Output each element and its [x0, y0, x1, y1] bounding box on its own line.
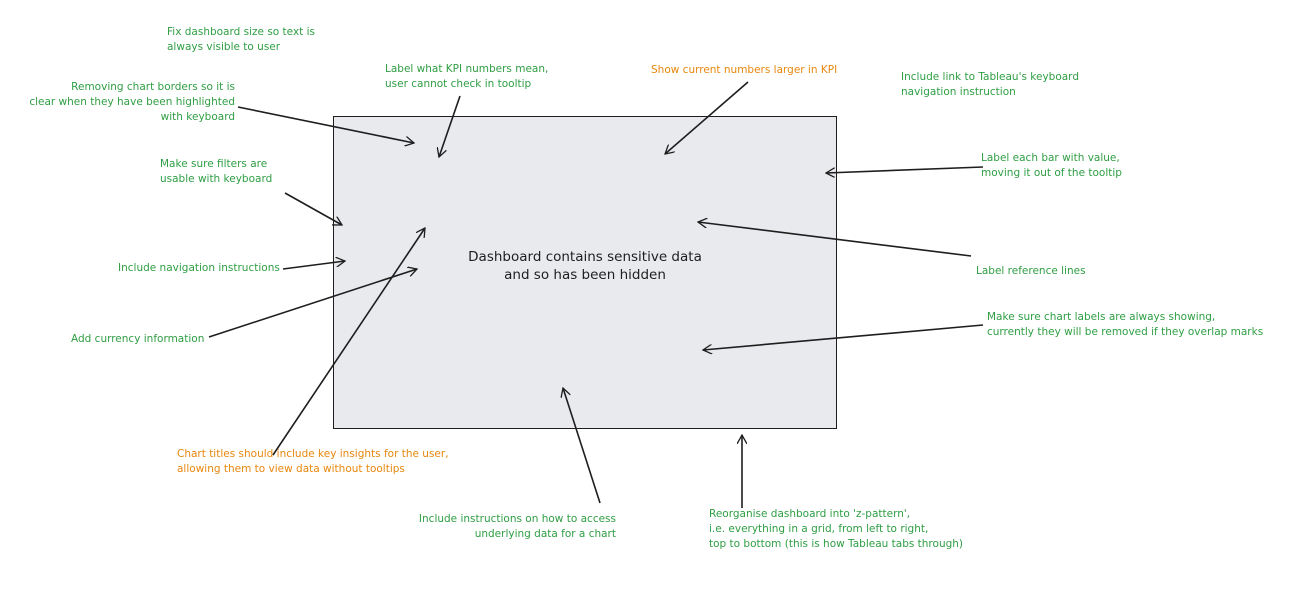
note-label-kpi: Label what KPI numbers mean, user cannot… [385, 63, 549, 90]
note-underlying-data: Include instructions on how to access un… [418, 513, 616, 540]
note-remove-borders: Removing chart borders so it is clear wh… [29, 81, 235, 123]
arrow-chart-labels [703, 324, 984, 350]
arrow-show-current [665, 81, 749, 154]
note-fix-size: Fix dashboard size so text is always vis… [167, 26, 316, 53]
note-chart-labels: Make sure chart labels are always showin… [987, 311, 1264, 338]
arrow-underlying-data [563, 388, 601, 504]
note-z-pattern: Reorganise dashboard into 'z-pattern', i… [709, 508, 964, 550]
note-label-bars: Label each bar with value, moving it out… [981, 152, 1122, 179]
note-show-current: Show current numbers larger in KPI [651, 64, 838, 76]
arrow-chart-titles [272, 228, 425, 456]
placeholder-text: Dashboard contains sensitive data and so… [468, 249, 702, 283]
arrow-filters [284, 192, 342, 226]
arrow-remove-borders [237, 106, 414, 143]
note-nav-instructions: Include navigation instructions [118, 262, 280, 274]
note-ref-lines: Label reference lines [976, 265, 1086, 277]
note-filters: Make sure filters are usable with keyboa… [160, 158, 273, 185]
arrow-nav-instructions [282, 261, 345, 270]
note-tableau-link: Include link to Tableau's keyboard navig… [901, 71, 1079, 98]
arrow-currency [208, 269, 417, 338]
arrow-label-bars [826, 166, 984, 173]
note-chart-titles: Chart titles should include key insights… [177, 448, 449, 475]
arrow-ref-lines [698, 222, 972, 257]
arrow-label-kpi [439, 95, 461, 157]
note-currency: Add currency information [71, 333, 205, 345]
